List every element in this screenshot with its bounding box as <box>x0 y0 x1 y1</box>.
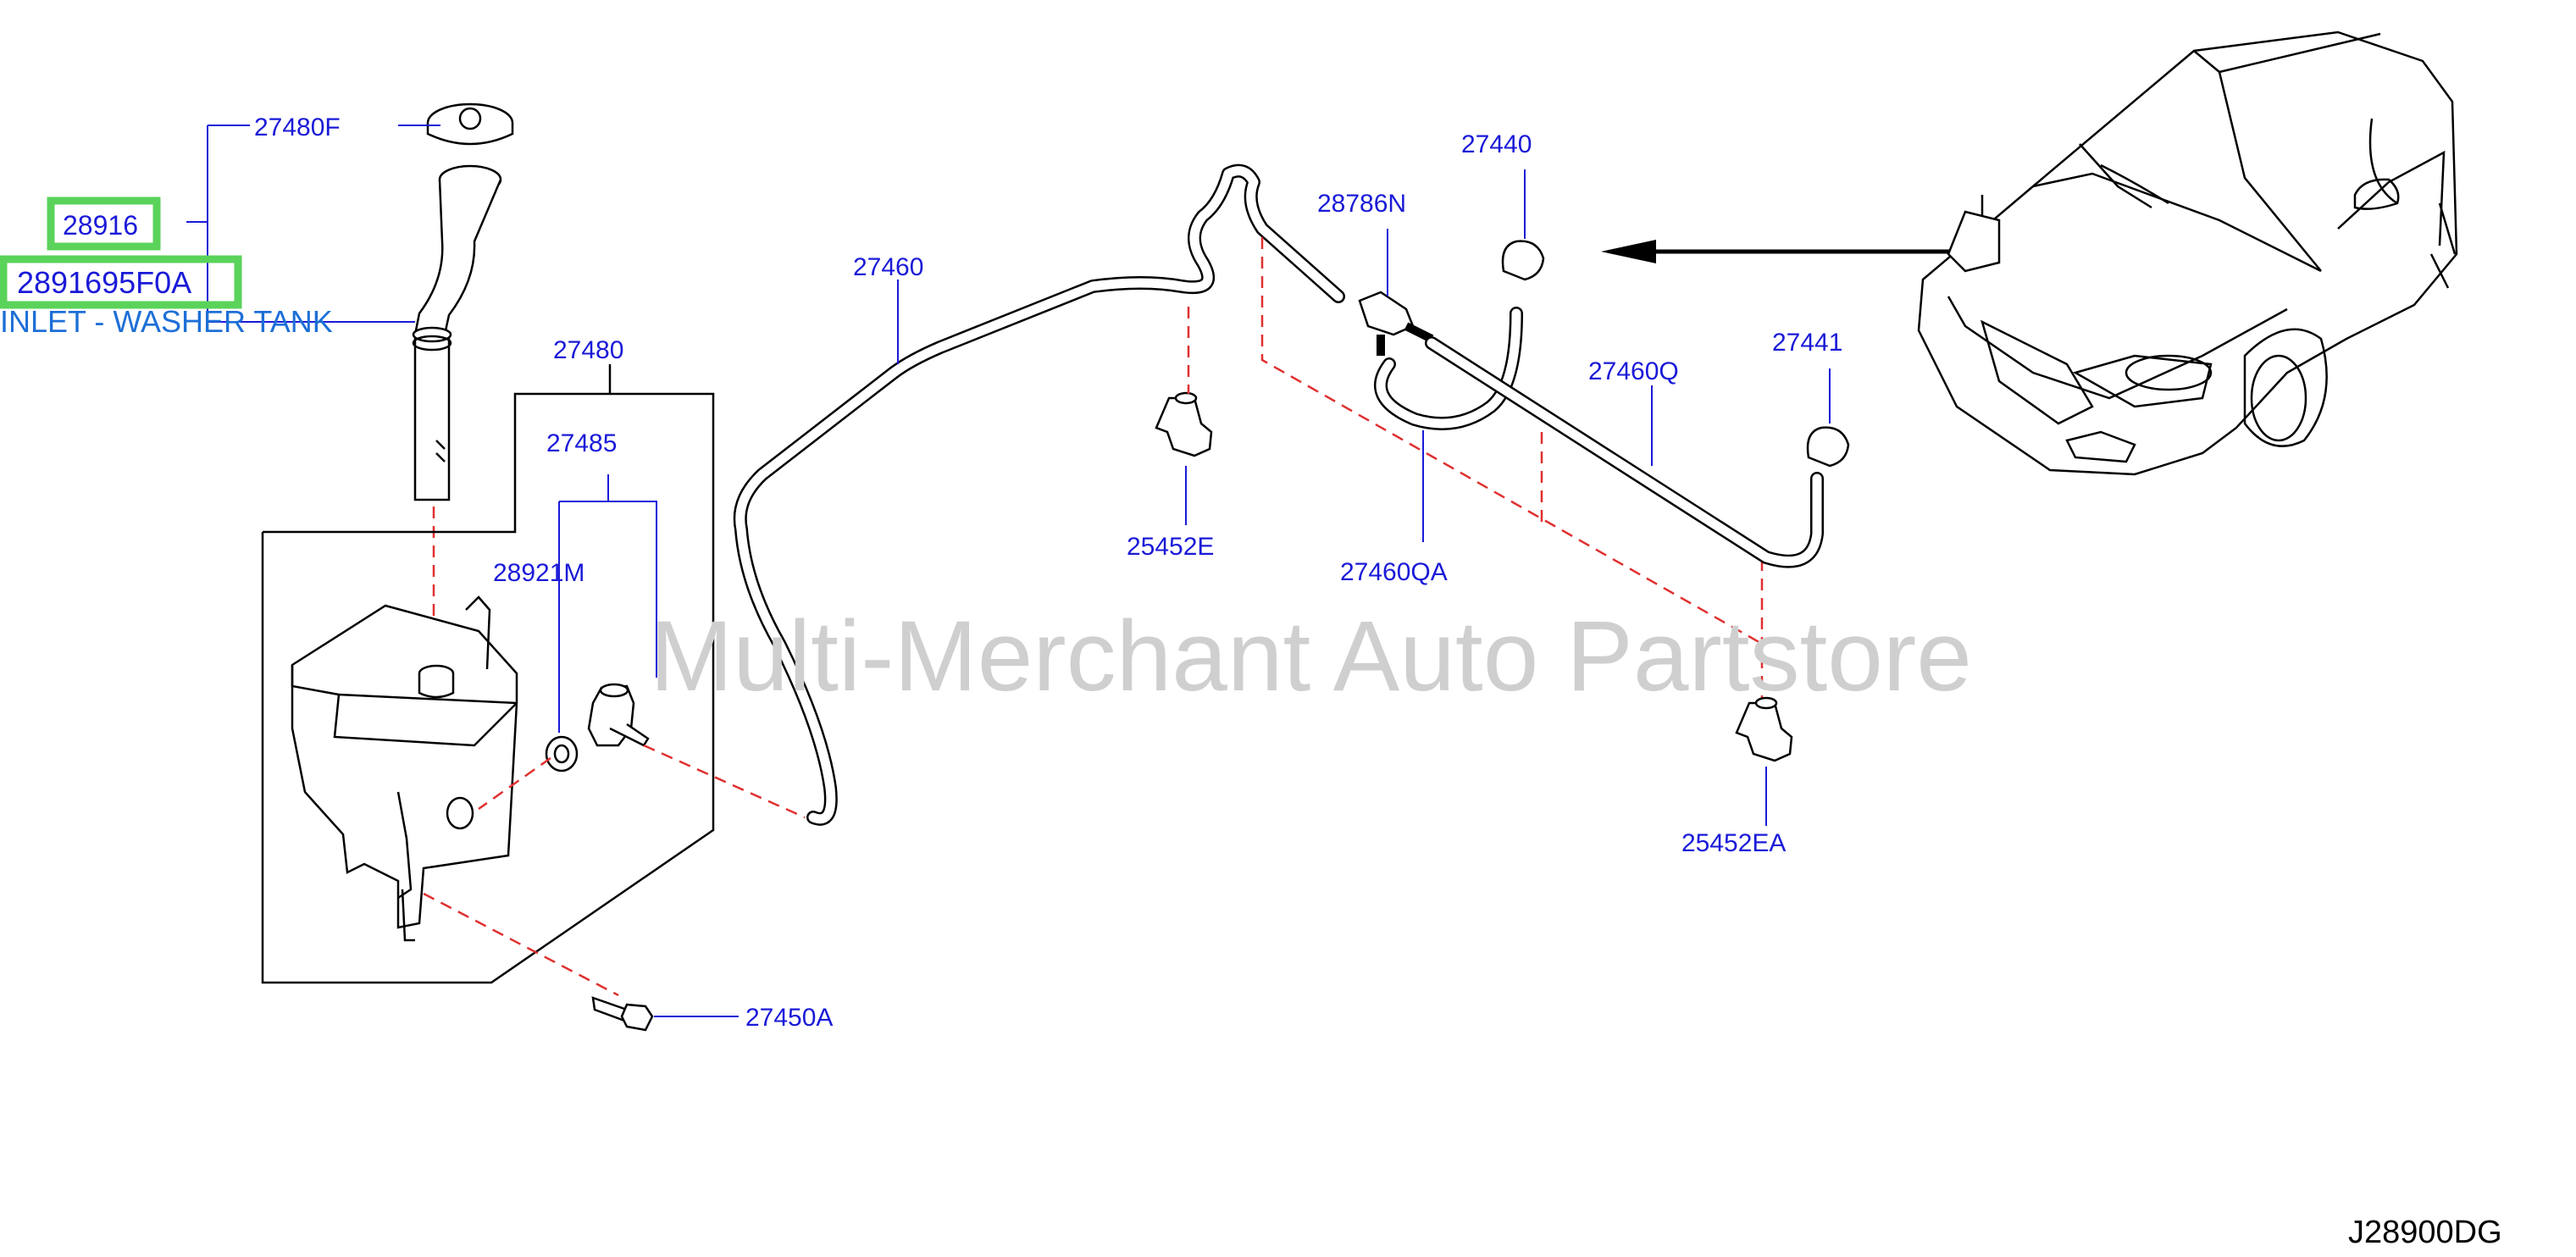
washer-hose[interactable] <box>733 163 1345 826</box>
label-27480[interactable]: 27480 <box>553 336 623 364</box>
three-way-connector[interactable] <box>1358 291 1434 356</box>
filler-inlet-tube[interactable] <box>412 164 502 501</box>
bolt[interactable] <box>591 996 654 1032</box>
highlight-box-full-number <box>0 255 242 309</box>
label-27480F[interactable]: 27480F <box>254 114 341 141</box>
label-27460Q[interactable]: 27460Q <box>1588 357 1679 385</box>
nozzle-hose-b[interactable] <box>1425 336 1824 568</box>
nozzle-hose-a[interactable] <box>1374 307 1523 430</box>
diagram-code: J28900DG <box>2348 1215 2502 1250</box>
label-27441[interactable]: 27441 <box>1772 329 1842 357</box>
arrow-head-icon <box>1601 240 1656 263</box>
label-27460QA[interactable]: 27460QA <box>1340 558 1448 586</box>
label-part-description: INLET - WASHER TANK <box>0 304 333 339</box>
label-28916[interactable]: 28916 <box>63 210 138 241</box>
watermark-text: Multi-Merchant Auto Partstore <box>650 601 1972 712</box>
washer-nozzle-left[interactable] <box>1806 426 1850 468</box>
label-2891695F0A[interactable]: 2891695F0A <box>17 265 191 300</box>
label-27440[interactable]: 27440 <box>1461 130 1532 158</box>
label-27485[interactable]: 27485 <box>546 429 617 457</box>
hose-clip[interactable] <box>1155 391 1213 457</box>
washer-pump[interactable] <box>587 683 650 747</box>
filler-cap[interactable] <box>426 102 514 146</box>
hose-clip-a[interactable] <box>1735 696 1793 762</box>
label-27460[interactable]: 27460 <box>853 253 923 281</box>
car-illustration <box>1917 30 2458 476</box>
highlight-box-part-number <box>47 197 161 251</box>
label-25452E[interactable]: 25452E <box>1127 533 1214 561</box>
label-28921M[interactable]: 28921M <box>493 559 584 587</box>
label-25452EA[interactable]: 25452EA <box>1681 829 1786 857</box>
washer-nozzle-right[interactable] <box>1501 240 1545 281</box>
washer-tank-assembly-box <box>261 392 715 984</box>
grommet[interactable] <box>545 735 579 772</box>
label-27450A[interactable]: 27450A <box>745 1004 833 1032</box>
washer-tank[interactable] <box>291 595 518 942</box>
leader-28916 <box>207 125 415 323</box>
label-28786N[interactable]: 28786N <box>1317 190 1406 218</box>
